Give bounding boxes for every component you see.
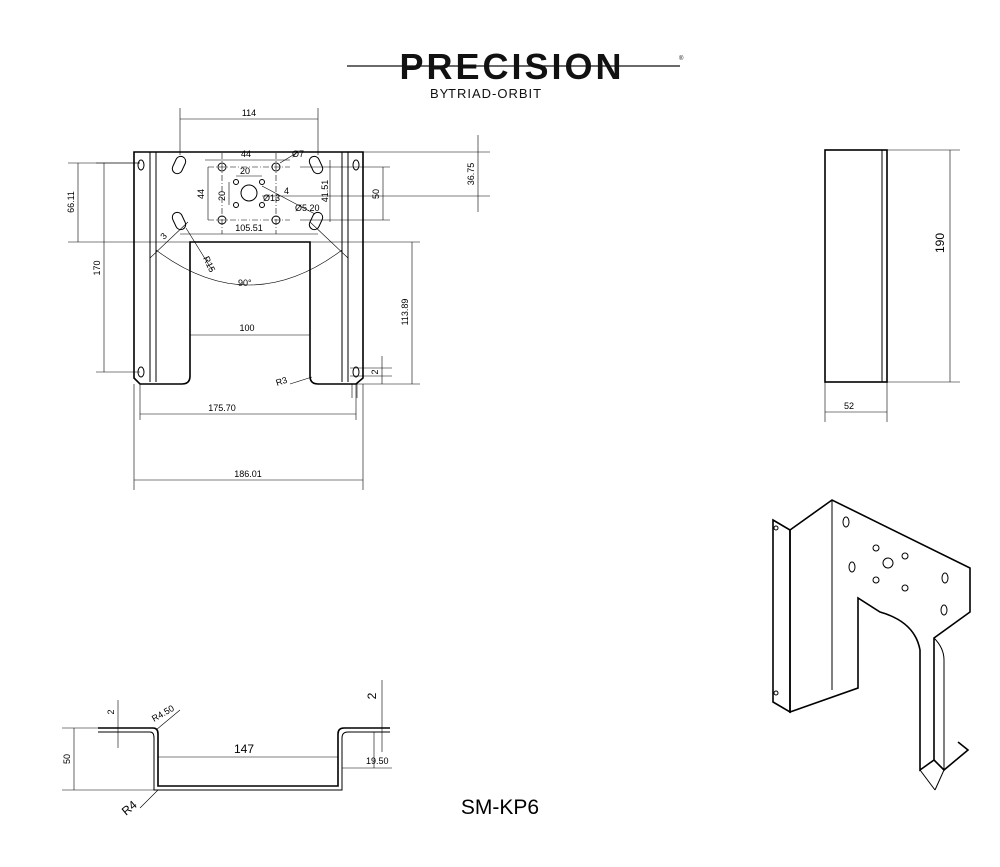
slot-top-right [308,155,324,175]
iso-hole-2 [901,552,909,560]
logo-by: BY [430,86,449,101]
leader-r4-50 [155,709,181,731]
iso-left-flange [772,518,791,714]
dim-r4: R4 [119,798,140,819]
leader-phi5 [261,185,316,215]
dim-4: 4 [284,186,289,196]
dim-52: 52 [844,401,854,411]
iso-slot-4 [940,604,948,616]
dim-114: 114 [242,108,256,118]
profile-view: 2 R4.50 50 147 2 19.50 R4 [62,680,392,818]
dim-50-bottomview: 50 [62,754,72,764]
dim-20-v: 20 [217,191,227,201]
slot-bottom-right [308,211,324,231]
hole-small-4 [259,202,265,208]
iso-slot-3 [848,561,856,573]
dim-19-50: 19.50 [366,756,389,766]
dim-2-right: 2 [365,692,379,699]
iso-hole-3 [872,576,880,584]
dim-phi5-20: Ø5.20 [295,203,320,213]
hole-small-2 [259,179,265,185]
dim-190: 190 [933,233,947,253]
dim-44-v: 44 [196,189,206,199]
hole-a [217,162,227,172]
iso-hole-1 [872,544,880,552]
leader-r4 [139,789,159,809]
model-number: SM-KP6 [461,796,539,819]
angle-leader-left [149,221,189,259]
iso-right-flange [933,741,970,772]
dim-2-left: 2 [106,709,116,714]
iso-slot-2 [941,572,949,584]
dim-44-h: 44 [241,149,251,159]
hole-center [240,184,258,202]
brand-logo: PRECISION ® BY TRIAD-ORBIT [347,46,684,101]
dim-36-75: 36.75 [466,163,476,186]
iso-flange-hole-1 [773,525,779,531]
dim-41-51: 41.51 [320,180,330,203]
iso-hole-4 [901,584,909,592]
leader-phi7 [279,151,299,164]
profile-inner-line [98,731,390,791]
logo-maker: TRIAD-ORBIT [448,86,542,101]
dim-175-70: 175.70 [208,403,236,413]
dim-113-89: 113.89 [400,299,410,326]
slot-bottom-left [171,211,187,231]
dim-phi13: Ø13 [263,193,280,203]
iso-back-plate [789,499,971,772]
dim-186-01: 186.01 [234,469,262,479]
angle-arc [155,249,343,286]
dim-r3: R3 [275,375,289,388]
dim-r4-50: R4.50 [150,703,176,724]
side-view: 190 52 [824,149,960,422]
leader-r15 [185,227,213,271]
dim-r15: R15 [201,255,217,274]
iso-front-face [789,500,945,772]
profile-outline [98,727,390,787]
dim-147: 147 [234,742,254,756]
iso-flange-hole-2 [773,690,779,696]
hole-corner-tl [137,159,145,171]
isometric-view [772,499,971,791]
hole-corner-br [352,366,360,378]
dim-105-51: 105.51 [235,223,263,233]
dim-3: 3 [158,231,169,242]
dim-90deg: 90° [238,278,252,288]
front-view: 114 44 Ø7 20 44 20 Ø13 4 Ø5.20 41.51 50 … [66,108,490,490]
iso-center-hole [882,557,894,569]
iso-tab-1 [919,769,936,791]
logo-registered-mark: ® [679,55,684,62]
slot-top-left [171,155,187,175]
leader-r3 [289,376,313,385]
dim-66-11: 66.11 [66,191,76,213]
dim-2: 2 [370,369,380,374]
iso-tab-2 [934,769,945,791]
iso-slot-1 [842,516,850,528]
hole-corner-tr [352,159,360,171]
dim-phi7: Ø7 [292,149,304,159]
dim-170: 170 [92,260,102,275]
hole-small-3 [233,202,239,208]
dim-50: 50 [371,189,381,199]
dim-20-h: 20 [240,166,250,176]
dim-100: 100 [239,323,254,333]
hole-small-1 [233,179,239,185]
angle-leader-right [309,221,349,259]
side-view-outline [824,149,888,383]
